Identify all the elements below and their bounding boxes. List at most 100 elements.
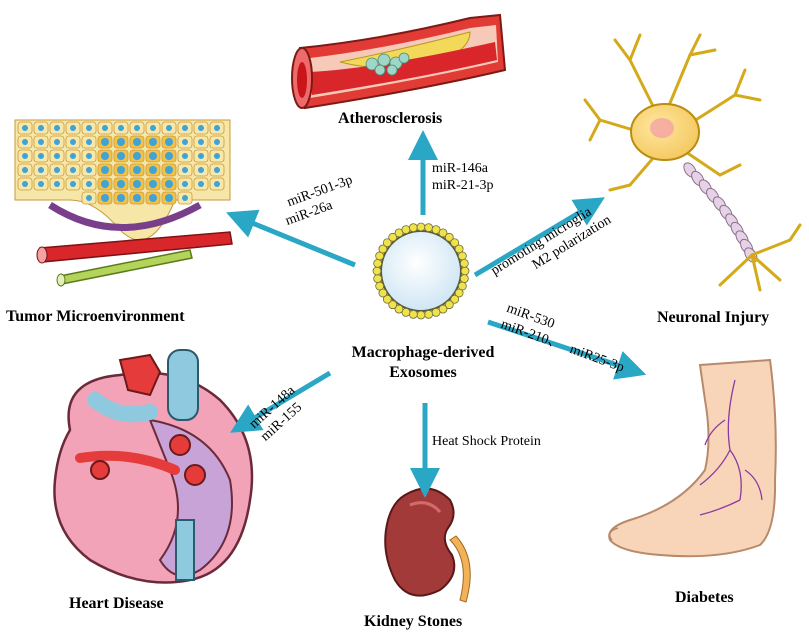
- tumor-cell-nucleus: [54, 139, 60, 145]
- arrow-to-diabetes: [487, 319, 647, 380]
- foot-illustration: [608, 358, 777, 558]
- tumor-cell-nucleus: [149, 152, 157, 160]
- tumor-cell-nucleus: [86, 139, 92, 145]
- tumor-cell-nucleus: [117, 180, 125, 188]
- membrane-bead: [424, 223, 434, 233]
- tumor-cell-nucleus: [165, 194, 173, 202]
- arrow-to-tumor: [226, 209, 356, 268]
- center-label: Macrophage-derived Exosomes: [333, 343, 513, 383]
- tumor-cell-nucleus: [133, 166, 141, 174]
- tumor-cell-nucleus: [150, 125, 156, 131]
- heart-illustration: [53, 349, 254, 584]
- tumor-cell-nucleus: [214, 167, 220, 173]
- tumor-cell-nucleus: [198, 181, 204, 187]
- tumor-cell-nucleus: [22, 153, 28, 159]
- tumor-cell-nucleus: [54, 153, 60, 159]
- tumor-cell-nucleus: [22, 167, 28, 173]
- tumor-cell-nucleus: [214, 181, 220, 187]
- tumor-cell-nucleus: [54, 125, 60, 131]
- membrane-bead: [438, 228, 448, 238]
- exosome-illustration: [372, 222, 470, 320]
- tumor-cell-nucleus: [54, 181, 60, 187]
- tumor-cell-nucleus: [133, 152, 141, 160]
- tumor-cell-nucleus: [86, 181, 92, 187]
- membrane-bead: [373, 258, 383, 268]
- membrane-bead: [450, 238, 460, 248]
- tumor-cell-nucleus: [182, 181, 188, 187]
- tumor-cell-nucleus: [182, 139, 188, 145]
- tumor-cell-nucleus: [182, 195, 188, 201]
- membrane-bead: [408, 223, 418, 233]
- tumor-cell-nucleus: [38, 181, 44, 187]
- node-label-neuronal: Neuronal Injury: [657, 309, 770, 326]
- tumor-cell-nucleus: [198, 125, 204, 131]
- membrane-bead: [394, 304, 404, 314]
- membrane-bead: [416, 222, 426, 232]
- tumor-cell-nucleus: [165, 152, 173, 160]
- tumor-cell-nucleus: [101, 180, 109, 188]
- tumor-cell-nucleus: [165, 166, 173, 174]
- tumor-cell-nucleus: [133, 180, 141, 188]
- edge-label-kidney: Heat Shock Protein: [432, 433, 541, 450]
- tumor-cell-nucleus: [165, 180, 173, 188]
- membrane-bead: [450, 294, 460, 304]
- membrane-bead: [424, 309, 434, 319]
- tumor-cell-nucleus: [38, 167, 44, 173]
- edge-label-atherosclerosis: miR-146a miR-21-3p: [432, 160, 493, 194]
- tumor-cell-nucleus: [22, 139, 28, 145]
- node-label-kidney: Kidney Stones: [364, 613, 463, 630]
- tumor-cell-nucleus: [38, 139, 44, 145]
- tumor-cell-nucleus: [133, 194, 141, 202]
- edge-label-kidney-line1: Heat Shock Protein: [432, 434, 541, 449]
- tumor-cell-nucleus: [198, 167, 204, 173]
- neuron-illustration: [583, 33, 802, 292]
- tumor-cell-nucleus: [86, 167, 92, 173]
- node-label-tumor: Tumor Microenvironment: [6, 308, 185, 325]
- arrow-to-heart: [230, 370, 332, 433]
- tumor-cell-nucleus: [101, 166, 109, 174]
- membrane-bead: [431, 307, 441, 317]
- membrane-bead: [375, 281, 385, 291]
- kidney-illustration: [384, 487, 471, 603]
- tumor-cell-nucleus: [149, 194, 157, 202]
- membrane-bead: [416, 310, 426, 320]
- tumor-cell-nucleus: [70, 153, 76, 159]
- tumor-cell-nucleus: [214, 139, 220, 145]
- edge-label-atherosclerosis-line2: miR-21-3p: [432, 178, 494, 193]
- membrane-bead: [388, 232, 398, 242]
- tumor-cell-nucleus: [198, 139, 204, 145]
- tumor-cell-nucleus: [101, 194, 109, 202]
- tumor-cell-nucleus: [117, 152, 125, 160]
- tumor-cell-nucleus: [22, 125, 28, 131]
- tumor-cell-nucleus: [182, 167, 188, 173]
- tumor-cell-nucleus: [182, 125, 188, 131]
- tumor-cell-nucleus: [117, 166, 125, 174]
- tumor-cell-nucleus: [86, 153, 92, 159]
- tumor-cell-nucleus: [198, 153, 204, 159]
- tumor-cell-nucleus: [101, 152, 109, 160]
- membrane-bead: [382, 294, 392, 304]
- tumor-cell-nucleus: [102, 125, 108, 131]
- tumor-cell-nucleus: [117, 194, 125, 202]
- tumor-cell-nucleus: [118, 125, 124, 131]
- tumor-cell-nucleus: [38, 125, 44, 131]
- tumor-cell-nucleus: [70, 167, 76, 173]
- tumor-cell-nucleus: [117, 138, 125, 146]
- tumor-cell-nucleus: [182, 153, 188, 159]
- membrane-bead: [382, 238, 392, 248]
- membrane-bead: [388, 300, 398, 310]
- tumor-cell-nucleus: [166, 125, 172, 131]
- tumor-cell-nucleus: [70, 139, 76, 145]
- tumor-cell-nucleus: [149, 180, 157, 188]
- membrane-bead: [401, 225, 411, 235]
- tumor-cell-nucleus: [149, 138, 157, 146]
- membrane-bead: [444, 300, 454, 310]
- tumor-cell-nucleus: [133, 138, 141, 146]
- membrane-bead: [372, 266, 382, 276]
- center-label-line1: Macrophage-derived: [351, 344, 495, 361]
- tumor-cell-nucleus: [38, 153, 44, 159]
- tumor-cell-nucleus: [70, 125, 76, 131]
- tumor-cell-nucleus: [101, 138, 109, 146]
- tumor-cell-nucleus: [54, 167, 60, 173]
